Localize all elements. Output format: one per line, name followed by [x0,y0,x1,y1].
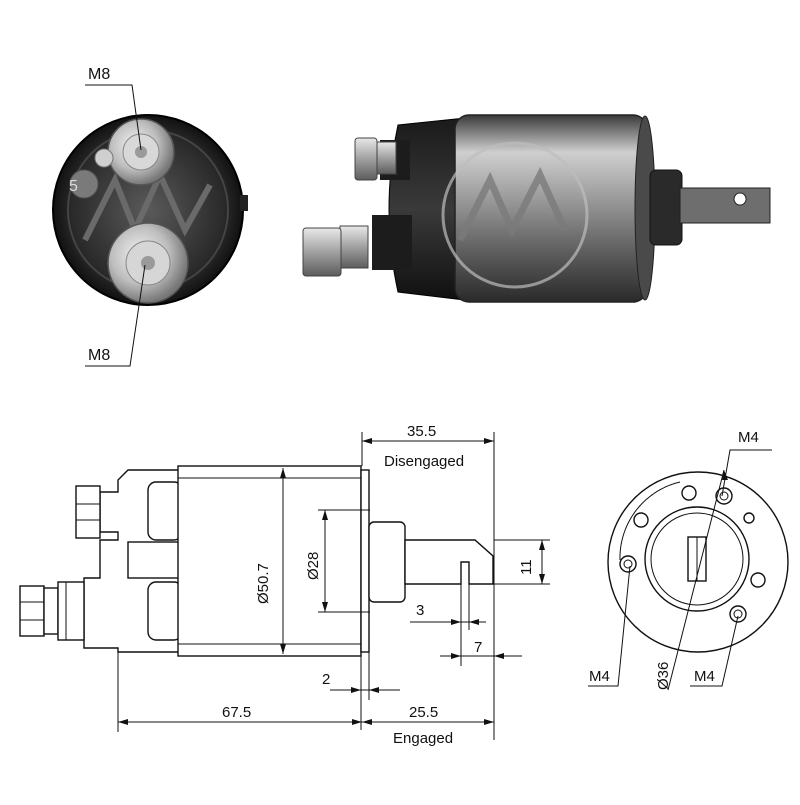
dim-slot-width: 11 [518,559,535,575]
technical-side-view: 35.5 Disengaged Ø50.7 Ø28 11 3 7 [19,423,550,747]
dim-flange: 2 [322,671,330,688]
dim-25-5: 25.5 [409,704,438,721]
top-terminal-label: M8 [88,66,110,83]
dim-slot-offset: 3 [416,602,424,619]
label-m4-bottom-right: M4 [694,668,715,685]
label-disengaged: Disengaged [384,453,464,470]
dim-body-length: 67.5 [222,704,251,721]
dim-bolt-circle: Ø36 [655,662,672,690]
label-m4-bottom-left: M4 [589,668,610,685]
technical-end-view: M4 M4 M4 Ø36 [588,429,789,691]
small-terminal-label: 5 [69,178,78,195]
photo-side-view [302,114,771,303]
dim-plunger-diameter: Ø28 [305,552,322,580]
bottom-terminal-label: M8 [88,347,110,364]
label-engaged: Engaged [393,730,453,747]
label-m4-top-right: M4 [738,429,759,446]
dim-body-diameter: Ø50.7 [255,563,272,604]
dim-35-5: 35.5 [407,423,436,440]
dim-slot-depth: 7 [474,639,482,656]
photo-end-view: 5 M8 M8 [52,66,248,367]
